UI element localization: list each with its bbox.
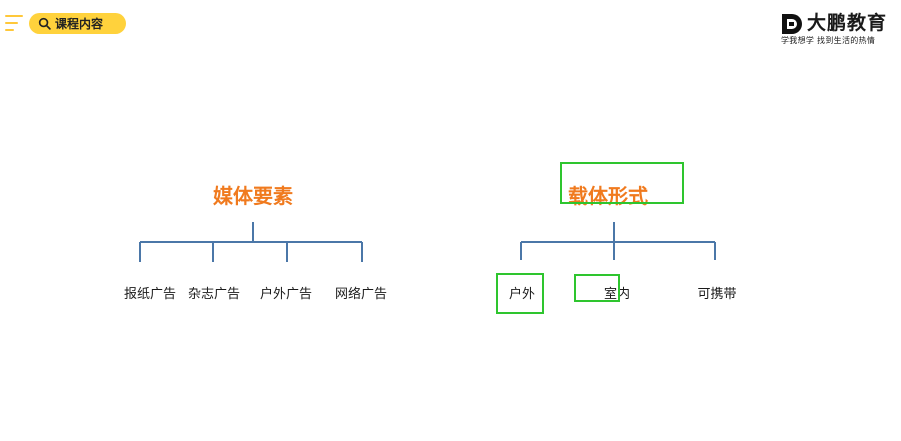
brand-name: 大鹏教育	[807, 12, 888, 34]
left-tree-leaf-2: 杂志广告	[187, 287, 240, 302]
course-content-button[interactable]: 课程内容	[29, 13, 126, 34]
right-tree-leaf-1: 户外	[508, 287, 535, 302]
course-content-label: 课程内容	[55, 16, 104, 31]
highlight-box-outdoor	[496, 273, 544, 314]
right-tree-leaf-3: 可携带	[697, 287, 737, 302]
left-tree-title: 媒体要素	[213, 184, 293, 208]
left-tree-leaf-1: 报纸广告	[123, 287, 176, 302]
left-tree-leaf-4: 网络广告	[334, 287, 387, 302]
left-tree-leaf-3: 户外广告	[259, 287, 312, 302]
brand: 大鹏教育 学我想学 找到生活的热情	[781, 12, 891, 46]
menu-lines-icon[interactable]	[5, 14, 25, 32]
dapeng-logo-icon	[782, 14, 802, 34]
highlight-box-right-title	[560, 162, 684, 204]
search-icon	[38, 17, 51, 30]
right-tree-leaf-2: 室内	[603, 287, 630, 302]
brand-slogan: 学我想学 找到生活的热情	[781, 36, 876, 45]
right-tree-title: 载体形式	[568, 184, 648, 208]
highlight-box-indoor	[574, 274, 620, 302]
